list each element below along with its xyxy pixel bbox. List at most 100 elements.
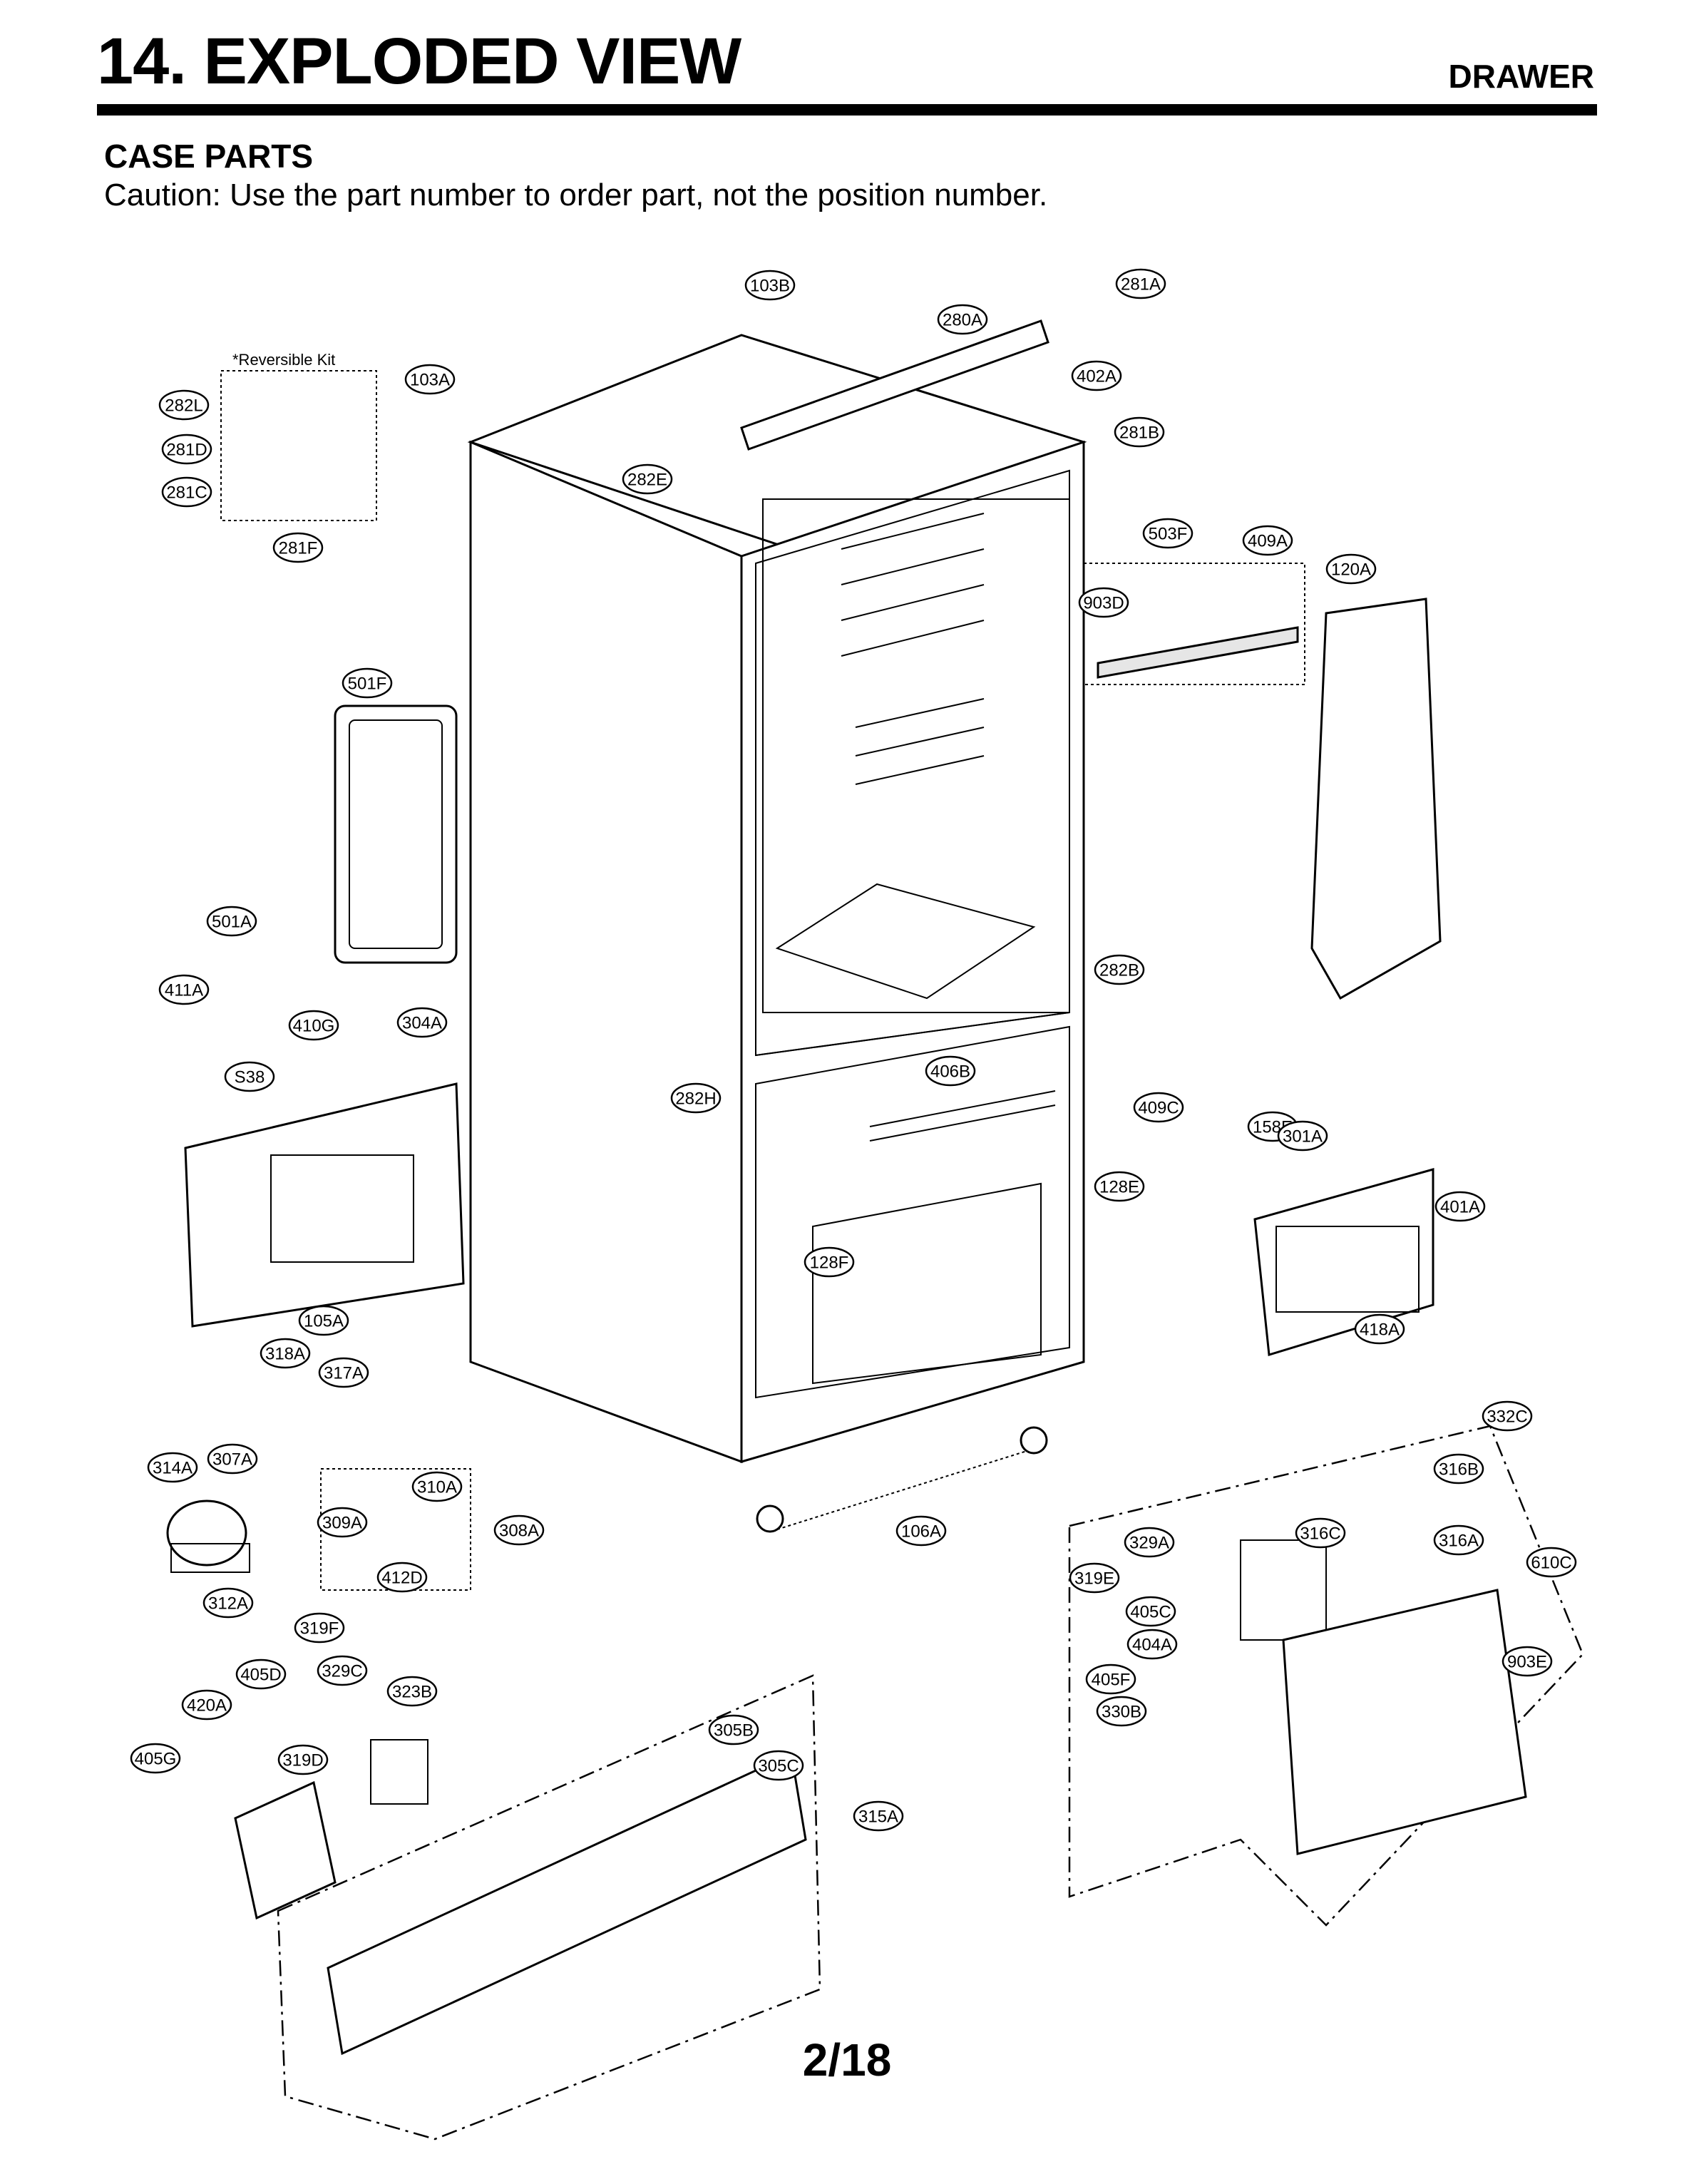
callout-501A: 501A: [206, 906, 257, 937]
callout-label: 319F: [300, 1619, 339, 1639]
page-number: 2/18: [802, 2034, 892, 2086]
condenser-coil: [370, 1739, 428, 1805]
callout-404A: 404A: [1126, 1629, 1178, 1660]
subtitle: CASE PARTS: [104, 138, 314, 175]
callout-label: 304A: [402, 1014, 442, 1033]
callout-308A: 308A: [493, 1514, 545, 1546]
callout-label: 282L: [165, 396, 202, 416]
callout-319F: 319F: [294, 1612, 345, 1644]
callout-128E: 128E: [1094, 1171, 1145, 1202]
callout-S38: S38: [224, 1061, 275, 1092]
control-panel-frame: [334, 704, 458, 964]
base-plate: [327, 1752, 807, 2056]
callout-280A: 280A: [937, 304, 988, 335]
callout-903E: 903E: [1502, 1646, 1553, 1677]
callout-309A: 309A: [317, 1507, 368, 1538]
callout-label: 282B: [1099, 961, 1139, 980]
callout-label: 282H: [675, 1090, 716, 1109]
callout-409C: 409C: [1133, 1092, 1184, 1123]
title-rule: [97, 104, 1597, 116]
drawer-light-box: [1083, 563, 1305, 685]
callout-406B: 406B: [925, 1055, 976, 1087]
machine-cover: [184, 1082, 465, 1328]
callout-label: 282E: [627, 471, 667, 490]
caution-note: Caution: Use the part number to order pa…: [104, 178, 1048, 212]
callout-418A: 418A: [1354, 1313, 1405, 1345]
callout-411A: 411A: [158, 974, 210, 1005]
section-label: DRAWER: [1448, 58, 1594, 95]
fan-motor-bracket: [234, 1780, 337, 1920]
callout-label: 409C: [1138, 1099, 1179, 1118]
callout-label: 309A: [322, 1514, 362, 1533]
callout-label: 281B: [1119, 424, 1159, 443]
callout-label: 501A: [212, 913, 252, 932]
callout-128F: 128F: [804, 1246, 855, 1278]
callout-label: 316A: [1439, 1532, 1479, 1551]
callout-label: 405D: [240, 1666, 281, 1685]
callout-label: 281A: [1121, 275, 1161, 294]
reversible-kit-box: [220, 370, 377, 521]
callout-label: 314A: [153, 1459, 192, 1478]
callout-310A: 310A: [411, 1471, 463, 1502]
callout-label: 319D: [282, 1751, 323, 1770]
callout-402A: 402A: [1071, 360, 1122, 391]
callout-305B: 305B: [708, 1714, 759, 1745]
callout-503F: 503F: [1142, 518, 1194, 549]
callout-332C: 332C: [1482, 1400, 1533, 1432]
callout-label: 404A: [1132, 1636, 1172, 1655]
callout-281B: 281B: [1114, 416, 1165, 448]
callout-label: 316B: [1439, 1460, 1479, 1480]
callout-label: 610C: [1531, 1554, 1571, 1573]
callout-label: 317A: [324, 1364, 364, 1383]
callout-label: 305C: [758, 1757, 799, 1776]
callout-281D: 281D: [161, 434, 212, 465]
callout-label: 409A: [1248, 532, 1288, 551]
callout-103B: 103B: [744, 270, 796, 301]
callout-label: 420A: [187, 1696, 227, 1716]
callout-405C: 405C: [1125, 1596, 1176, 1627]
callout-label: 280A: [943, 311, 982, 330]
callout-label: 406B: [930, 1062, 970, 1082]
callout-label: 412D: [381, 1569, 422, 1588]
callout-281C: 281C: [161, 476, 212, 508]
callout-label: 405G: [135, 1750, 177, 1769]
hinge-bar: [740, 319, 1049, 451]
callout-329A: 329A: [1124, 1527, 1175, 1558]
callout-label: 281C: [166, 483, 207, 503]
callout-label: 332C: [1487, 1408, 1527, 1427]
callout-281A: 281A: [1115, 268, 1166, 299]
callout-316C: 316C: [1295, 1517, 1346, 1549]
callout-105A: 105A: [298, 1305, 349, 1336]
callout-316A: 316A: [1433, 1524, 1484, 1556]
callout-label: 310A: [417, 1478, 457, 1497]
callout-label: 106A: [901, 1522, 941, 1542]
callout-label: 903E: [1507, 1653, 1547, 1672]
callout-305C: 305C: [753, 1750, 804, 1781]
callout-label: 103A: [410, 371, 450, 390]
callout-label: 305B: [714, 1721, 754, 1740]
callout-label: 903D: [1083, 594, 1124, 613]
callout-120A: 120A: [1325, 553, 1377, 585]
base-plate-group: [277, 1674, 821, 2141]
leveling-leg: [756, 1504, 784, 1533]
callout-316B: 316B: [1433, 1453, 1484, 1485]
callout-318A: 318A: [260, 1338, 311, 1369]
callout-315A: 315A: [853, 1800, 904, 1832]
evaporator: [1253, 1168, 1434, 1356]
callout-420A: 420A: [181, 1689, 232, 1721]
callout-label: 503F: [1149, 525, 1188, 544]
callout-label: 330B: [1102, 1703, 1141, 1722]
callout-282H: 282H: [670, 1082, 722, 1114]
callout-410G: 410G: [288, 1010, 339, 1041]
callout-610C: 610C: [1526, 1547, 1577, 1578]
callout-label: S38: [235, 1068, 265, 1087]
callout-319E: 319E: [1069, 1562, 1120, 1594]
duct-assembly: [1310, 598, 1442, 1000]
callout-label: 410G: [293, 1017, 335, 1036]
callout-330B: 330B: [1096, 1696, 1147, 1727]
callout-304A: 304A: [396, 1007, 448, 1038]
callout-label: 329C: [322, 1662, 362, 1681]
callout-label: 120A: [1331, 560, 1371, 580]
reversible-kit-label: *Reversible Kit: [232, 351, 335, 369]
